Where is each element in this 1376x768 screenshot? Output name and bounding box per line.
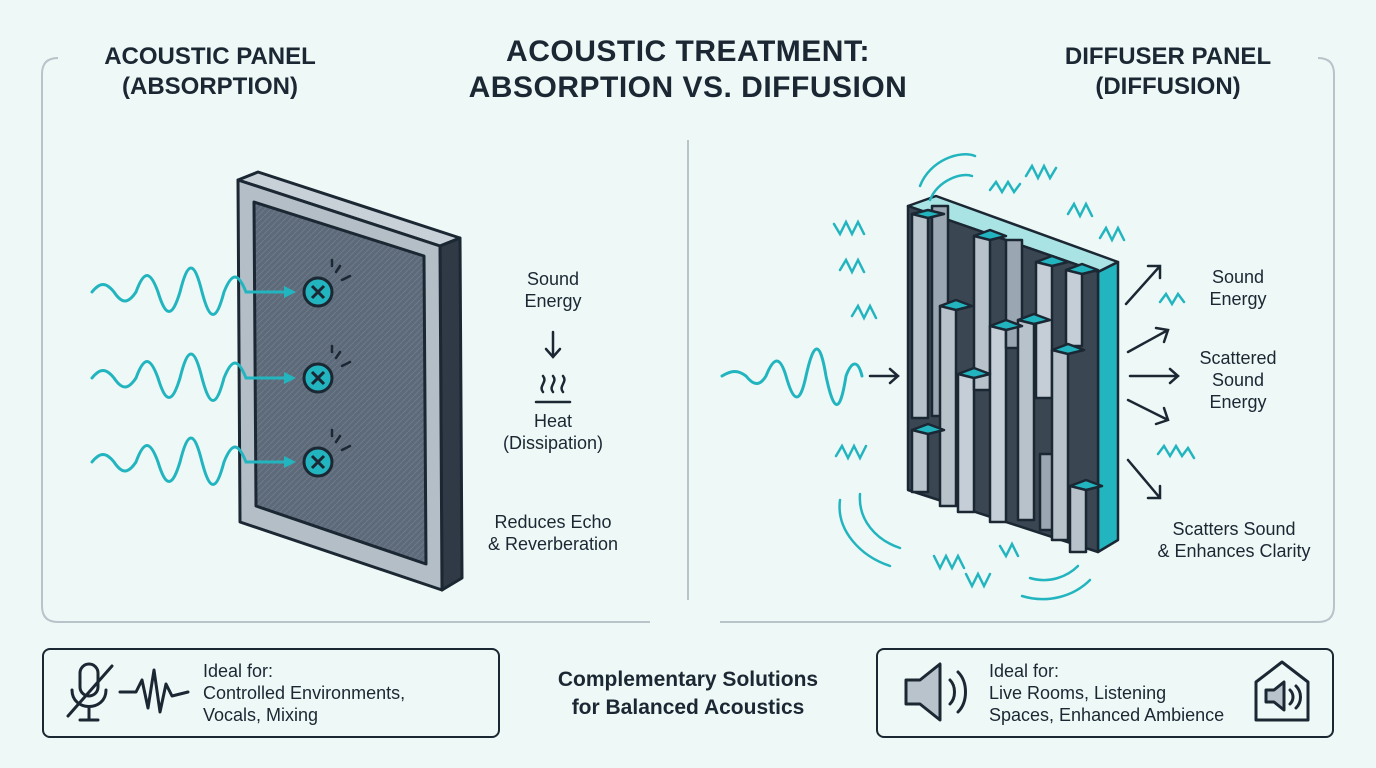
muted-microphone-icon <box>66 662 114 722</box>
sound-energy-line1: Sound <box>526 269 580 289</box>
absorption-panel-graphic <box>236 170 464 592</box>
scattered-line3: Energy <box>1209 392 1267 412</box>
diffuser-effect-label: Scatters Sound & Enhances Clarity <box>1134 518 1334 562</box>
scattered-line2: Sound <box>1211 370 1265 390</box>
sound-energy-line2: Energy <box>524 291 582 311</box>
absorption-ideal-line2: Vocals, Mixing <box>203 705 319 725</box>
absorption-effect-label: Reduces Echo & Reverberation <box>463 511 643 555</box>
absorption-ideal-for: Ideal for: Controlled Environments, Voca… <box>203 660 493 726</box>
down-arrow-icon <box>544 330 562 359</box>
heat-dissipation-label: Heat (Dissipation) <box>483 410 623 454</box>
heat-line1: Heat <box>533 411 573 431</box>
absorption-ideal-heading: Ideal for: <box>203 661 274 681</box>
diffuser-panel-graphic <box>906 194 1120 554</box>
diffuser-effect-line2: & Enhances Clarity <box>1157 541 1311 561</box>
diffusion-use-cases-box <box>876 648 1334 738</box>
waveform-icon <box>118 668 190 714</box>
diffusion-ideal-heading: Ideal for: <box>989 661 1060 681</box>
absorption-use-cases-box <box>42 648 500 738</box>
right-section-frame <box>720 57 1335 623</box>
complementary-caption-line1: Complementary Solutions <box>557 668 819 691</box>
absorption-title-line1: ACOUSTIC PANEL <box>104 43 316 70</box>
scattered-wave-squiggles <box>832 153 1196 601</box>
scattered-energy-label: Scattered Sound Energy <box>1178 347 1298 413</box>
diffuser-panel-title: DIFFUSER PANEL (DIFFUSION) <box>1018 42 1318 102</box>
diffusion-ideal-line1: Live Rooms, Listening <box>989 683 1167 703</box>
left-section-frame <box>41 57 650 623</box>
diffuser-incoming-wave <box>720 347 864 406</box>
complementary-caption: Complementary Solutions for Balanced Aco… <box>508 666 868 722</box>
diffuser-energy-line2: Energy <box>1209 289 1267 309</box>
diffuser-title-line2: (DIFFUSION) <box>1095 73 1241 100</box>
absorption-effect-line1: Reduces Echo <box>494 512 612 532</box>
diffuser-effect-line1: Scatters Sound <box>1172 519 1296 539</box>
diffuser-title-line1: DIFFUSER PANEL <box>1064 43 1272 70</box>
main-title-line1: ACOUSTIC TREATMENT: <box>506 35 870 68</box>
absorption-title-line2: (ABSORPTION) <box>122 73 298 100</box>
heat-line2: (Dissipation) <box>502 433 604 453</box>
diffusion-ideal-line2: Spaces, Enhanced Ambience <box>989 705 1225 725</box>
main-title: ACOUSTIC TREATMENT: ABSORPTION VS. DIFFU… <box>400 34 976 106</box>
speaker-icon <box>904 662 967 722</box>
incoming-sound-waves <box>90 266 294 486</box>
complementary-caption-line2: for Balanced Acoustics <box>571 696 805 719</box>
scattered-line1: Scattered <box>1199 348 1277 368</box>
heat-icon <box>534 374 572 404</box>
sound-energy-label: Sound Energy <box>493 268 613 312</box>
diffusion-ideal-for: Ideal for: Live Rooms, Listening Spaces,… <box>989 660 1259 726</box>
diffuser-sound-energy-label: Sound Energy <box>1188 266 1288 310</box>
absorption-effect-line2: & Reverberation <box>487 534 619 554</box>
house-speaker-icon <box>1254 660 1310 722</box>
absorption-ideal-line1: Controlled Environments, <box>203 683 406 703</box>
absorption-panel-title: ACOUSTIC PANEL (ABSORPTION) <box>60 42 360 102</box>
scatter-arrows <box>1124 264 1180 500</box>
diffuser-energy-line1: Sound <box>1211 267 1265 287</box>
main-title-line2: ABSORPTION VS. DIFFUSION <box>468 71 908 104</box>
absorption-point-icons <box>302 258 352 478</box>
